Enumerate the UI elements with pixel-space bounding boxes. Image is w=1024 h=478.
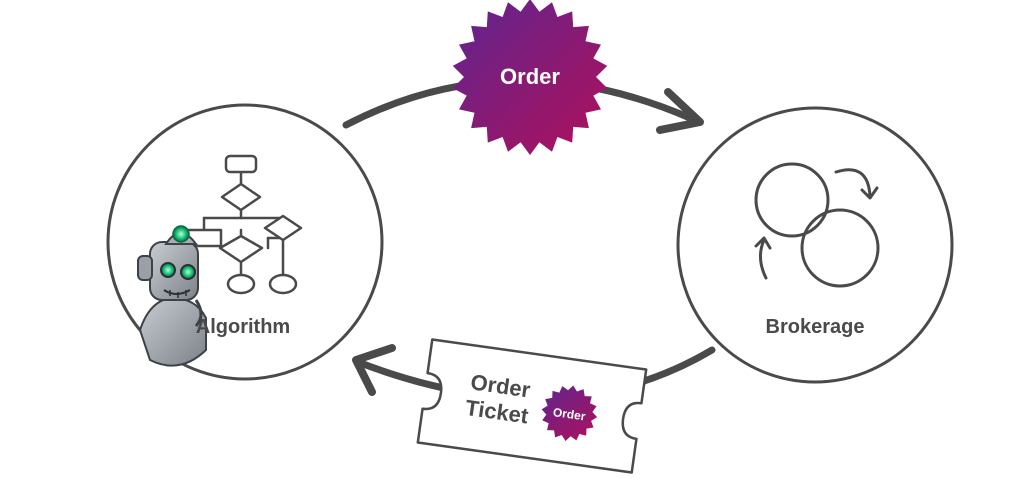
cycle-circles-icon [754, 162, 880, 288]
ticket-stamp-label: Order [552, 405, 587, 423]
algorithm-node: Algorithm [106, 103, 384, 381]
order-badge-label: Order [500, 64, 560, 89]
brokerage-node: Brokerage [676, 106, 954, 384]
order-badge: Order [452, 0, 608, 155]
brokerage-label: Brokerage [766, 316, 865, 338]
algorithm-label: Algorithm [196, 316, 290, 338]
flowchart-icon [185, 154, 303, 295]
badge-burst-shape [452, 0, 608, 155]
stamp-burst-shape [541, 385, 598, 441]
robot-icon [137, 225, 207, 367]
ticket-order-stamp: Order [541, 385, 598, 441]
order-ticket: Order Ticket Order [416, 338, 648, 474]
